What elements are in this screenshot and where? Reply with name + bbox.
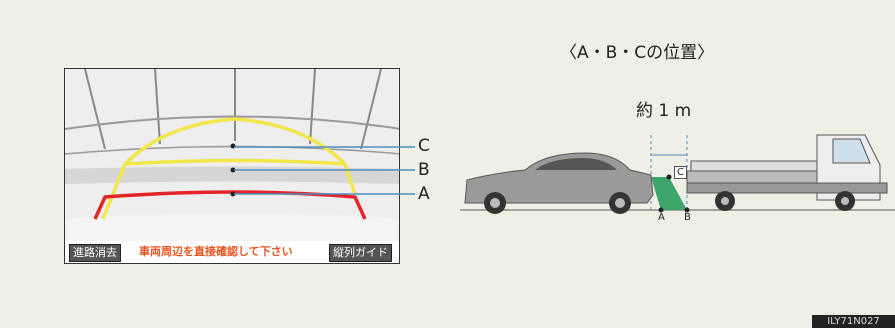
car-truck-diagram <box>460 134 895 214</box>
safety-warning-text: 車両周辺を直接確認して下さい <box>139 245 293 258</box>
callout-label-c: C <box>418 136 430 156</box>
camera-monitor-screen: 進路消去 車両周辺を直接確認して下さい 縦列ガイド <box>64 68 400 264</box>
figure-code: ILY71N027 <box>812 315 895 328</box>
callout-label-b: B <box>418 160 430 180</box>
green-zone <box>651 177 687 210</box>
camera-view-drawing <box>65 69 399 241</box>
diagram-label-a: A <box>658 212 665 223</box>
position-diagram-title: 〈A・B・Cの位置〉 <box>560 43 715 63</box>
diagram-label-b: B <box>684 212 691 223</box>
point-a-marker <box>658 207 664 213</box>
truck-illustration <box>686 134 888 211</box>
diagram-label-c: C <box>674 166 687 179</box>
clear-path-button[interactable]: 進路消去 <box>69 244 121 262</box>
monitor-bottom-bar: 進路消去 車両周辺を直接確認して下さい 縦列ガイド <box>65 241 399 263</box>
distance-label: 約 1 m <box>636 101 692 121</box>
car-illustration <box>464 152 654 214</box>
point-b-marker <box>684 207 690 213</box>
point-c-marker <box>666 174 672 180</box>
callout-label-a: A <box>418 184 430 204</box>
parallel-guide-button[interactable]: 縦列ガイド <box>329 244 392 262</box>
